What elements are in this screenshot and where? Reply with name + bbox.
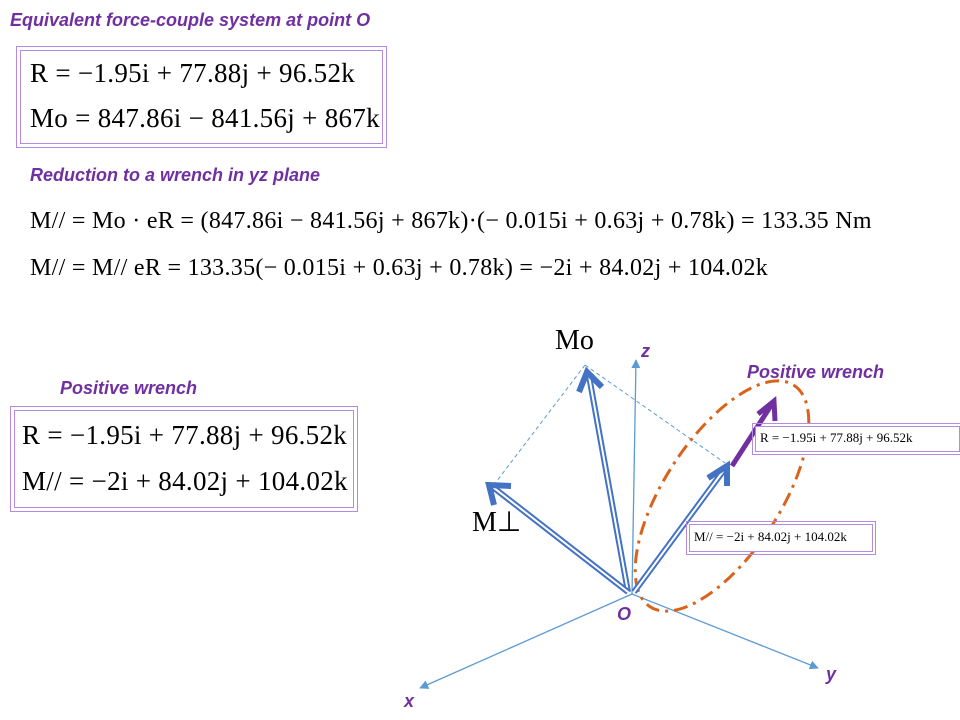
origin-label: O — [617, 604, 632, 624]
Mparallel-vector — [631, 460, 730, 594]
construction-line-2 — [584, 364, 726, 464]
construction-line-1 — [489, 364, 586, 491]
x-axis — [419, 593, 633, 689]
wrench-R-arrow — [729, 395, 778, 468]
heading-positive-wrench-left: Positive wrench — [60, 378, 198, 398]
Mo-vector — [576, 366, 631, 593]
force-couple-Mo-equation: Mo = 847.86i − 841.56j + 867k — [30, 103, 380, 133]
callout-M-box — [686, 521, 876, 555]
y-axis-label: y — [826, 664, 837, 684]
Mperp-label: M⊥ — [472, 507, 522, 538]
z-axis — [631, 359, 641, 595]
Mperp-vector — [485, 481, 630, 595]
y-axis — [631, 593, 819, 670]
callout-R-box — [752, 423, 960, 455]
callout-M-equation: M// = −2i + 84.02j + 104.02k — [694, 529, 847, 544]
z-axis-label: z — [641, 341, 650, 361]
force-couple-equation-box — [16, 46, 387, 148]
m-parallel-vector-equation: M// = M// eR = 133.35(− 0.015i + 0.63j +… — [30, 255, 769, 281]
heading-reduction-wrench: Reduction to a wrench in yz plane — [30, 165, 321, 185]
wrench-equation-box — [10, 406, 358, 512]
heading-equivalent-system: Equivalent force-couple system at point … — [10, 10, 371, 30]
heading-positive-wrench-right: Positive wrench — [747, 362, 885, 382]
callout-R-equation: R = −1.95i + 77.88j + 96.52k — [760, 430, 913, 445]
Mo-label: Mo — [555, 325, 594, 356]
wrench-R-equation: R = −1.95i + 77.88j + 96.52k — [22, 420, 348, 450]
force-couple-R-equation: R = −1.95i + 77.88j + 96.52k — [30, 58, 356, 88]
wrench-M-equation: M// = −2i + 84.02j + 104.02k — [22, 466, 348, 496]
m-parallel-scalar-equation: M// = Mo · eR = (847.86i − 841.56j + 867… — [30, 208, 872, 234]
x-axis-label: x — [404, 691, 415, 711]
